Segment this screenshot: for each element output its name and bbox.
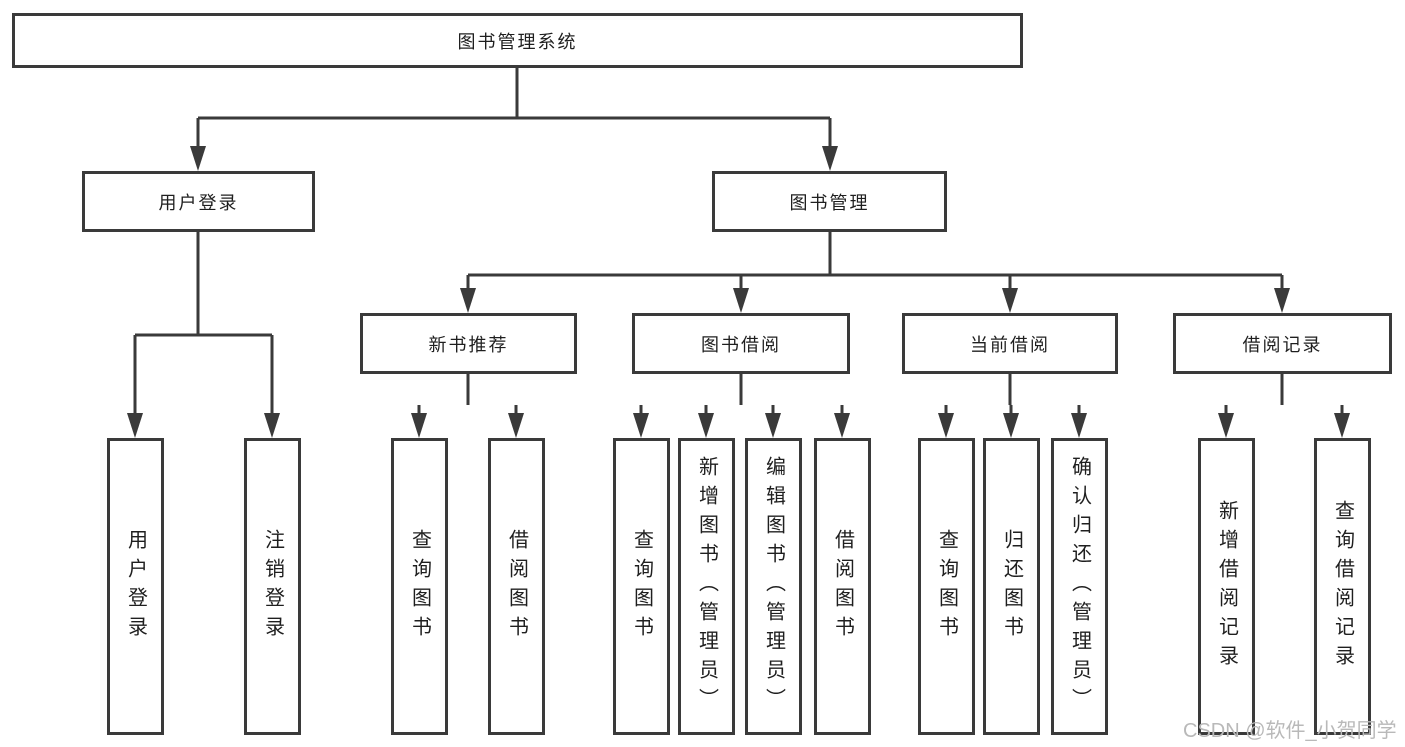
- arrowhead: [1002, 288, 1018, 313]
- leaf-label: 借阅图书: [831, 528, 854, 645]
- node-current-borrowing: 当前借阅: [902, 313, 1118, 374]
- arrowhead: [1071, 413, 1087, 438]
- arrowheads: [127, 146, 1350, 438]
- arrowhead: [411, 413, 427, 438]
- arrowhead: [822, 146, 838, 171]
- leaf-label: 查询图书: [408, 528, 431, 645]
- arrowhead: [765, 413, 781, 438]
- arrowhead: [1334, 413, 1350, 438]
- node-book-management: 图书管理: [712, 171, 947, 232]
- leaf-label: 新增借阅记录: [1215, 499, 1238, 674]
- leaf-return-books: 归还图书: [983, 438, 1040, 735]
- leaf-user-login: 用户登录: [107, 438, 164, 735]
- arrowhead: [1274, 288, 1290, 313]
- leaf-label: 查询借阅记录: [1331, 499, 1354, 674]
- arrowhead: [264, 413, 280, 438]
- node-book-borrowing: 图书借阅: [632, 313, 850, 374]
- leaf-add-books-admin: 新增图书（管理员）: [678, 438, 735, 735]
- leaf-label: 编辑图书（管理员）: [762, 456, 785, 717]
- leaf-query-borrow-record: 查询借阅记录: [1314, 438, 1371, 735]
- arrowhead: [733, 288, 749, 313]
- leaf-query-books-recommend: 查询图书: [391, 438, 448, 735]
- node-user-login: 用户登录: [82, 171, 315, 232]
- leaf-label: 确认归还（管理员）: [1068, 456, 1091, 717]
- leaf-label: 归还图书: [1000, 528, 1023, 645]
- leaf-label: 用户登录: [124, 528, 147, 645]
- leaf-edit-books-admin: 编辑图书（管理员）: [745, 438, 802, 735]
- arrowhead: [508, 413, 524, 438]
- leaf-borrow-books: 借阅图书: [814, 438, 871, 735]
- arrowhead: [698, 413, 714, 438]
- watermark: CSDN @软件_小贺同学: [1183, 720, 1397, 742]
- leaf-label: 借阅图书: [505, 528, 528, 645]
- leaf-query-books-borrowing: 查询图书: [613, 438, 670, 735]
- node-borrowing-records: 借阅记录: [1173, 313, 1392, 374]
- leaf-confirm-return-admin: 确认归还（管理员）: [1051, 438, 1108, 735]
- arrowhead: [938, 413, 954, 438]
- arrowhead: [1218, 413, 1234, 438]
- leaf-label: 注销登录: [261, 528, 284, 645]
- arrowhead: [460, 288, 476, 313]
- leaf-query-books-current: 查询图书: [918, 438, 975, 735]
- arrowhead: [1003, 413, 1019, 438]
- leaf-label: 查询图书: [935, 528, 958, 645]
- arrowhead: [127, 413, 143, 438]
- node-new-book-recommendation: 新书推荐: [360, 313, 577, 374]
- arrowhead: [834, 413, 850, 438]
- leaf-logout: 注销登录: [244, 438, 301, 735]
- leaf-label: 新增图书（管理员）: [695, 456, 718, 717]
- arrowhead: [633, 413, 649, 438]
- leaf-add-borrow-record: 新增借阅记录: [1198, 438, 1255, 735]
- connector-lines: [133, 68, 1344, 418]
- leaf-label: 查询图书: [630, 528, 653, 645]
- arrowhead: [190, 146, 206, 171]
- leaf-borrow-books-recommend: 借阅图书: [488, 438, 545, 735]
- node-library-management-system: 图书管理系统: [12, 13, 1023, 68]
